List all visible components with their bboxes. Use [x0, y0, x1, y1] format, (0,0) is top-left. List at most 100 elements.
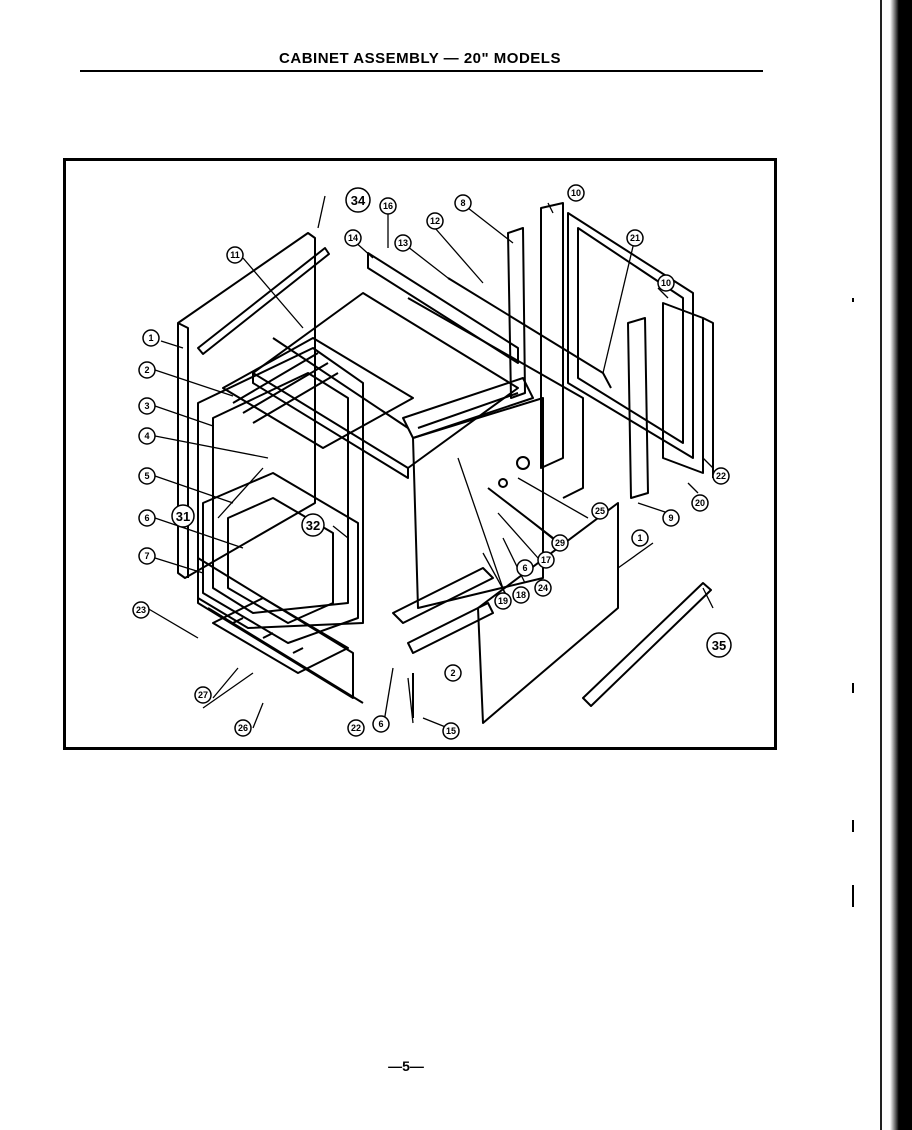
- callout-2: 2: [138, 361, 156, 379]
- callout-12: 12: [426, 212, 444, 230]
- svg-text:9: 9: [668, 513, 673, 523]
- back-frame: [567, 212, 694, 459]
- bottom-rail: [212, 597, 349, 674]
- top-panel: [252, 292, 519, 469]
- callout-11: 11: [226, 246, 244, 264]
- callout-24: 24: [534, 579, 552, 597]
- callout-1-right: 1: [631, 529, 649, 547]
- bottom-rail-slots: [232, 617, 304, 654]
- scan-mark-3: [852, 820, 854, 832]
- inner-box: [412, 397, 544, 609]
- callout-18: 18: [512, 586, 530, 604]
- callout-3: 3: [138, 397, 156, 415]
- svg-text:22: 22: [351, 723, 361, 733]
- svg-text:13: 13: [398, 238, 408, 248]
- callout-1: 1: [142, 329, 160, 347]
- callout-35: 35: [706, 632, 732, 658]
- svg-text:8: 8: [460, 198, 465, 208]
- svg-text:22: 22: [716, 471, 726, 481]
- svg-text:15: 15: [446, 726, 456, 736]
- oven-liner-slats: [232, 352, 339, 424]
- svg-text:26: 26: [238, 723, 248, 733]
- svg-text:29: 29: [555, 538, 565, 548]
- svg-text:18: 18: [516, 590, 526, 600]
- callout-20: 20: [691, 494, 709, 512]
- svg-text:16: 16: [383, 201, 393, 211]
- svg-text:2: 2: [450, 668, 455, 678]
- right-rear-panel: [540, 202, 564, 469]
- callout-22-bottom: 22: [347, 719, 365, 737]
- scan-edge-shadow: [890, 0, 912, 1130]
- svg-text:32: 32: [306, 518, 320, 533]
- page-number: —5—: [388, 1058, 424, 1074]
- svg-text:2: 2: [144, 365, 149, 375]
- callout-14: 14: [344, 229, 362, 247]
- oven-liner-top: [222, 337, 414, 449]
- callout-9: 9: [662, 509, 680, 527]
- callout-7: 7: [138, 547, 156, 565]
- callout-6-mid: 6: [516, 559, 534, 577]
- rear-right-rail: [662, 302, 704, 474]
- title-underline: [80, 70, 763, 72]
- callout-21: 21: [626, 229, 644, 247]
- right-channel: [627, 317, 649, 499]
- callout-25: 25: [591, 502, 609, 520]
- svg-text:6: 6: [378, 719, 383, 729]
- svg-text:35: 35: [712, 638, 726, 653]
- scan-mark-1: [852, 298, 854, 302]
- callout-19: 19: [494, 592, 512, 610]
- callout-6-bottom: 6: [372, 715, 390, 733]
- front-frame-inner: [212, 372, 349, 614]
- callout-2-bottom: 2: [444, 664, 462, 682]
- callout-31: 31: [171, 504, 195, 528]
- left-top-rail: [197, 247, 330, 355]
- callout-4: 4: [138, 427, 156, 445]
- callout-5: 5: [138, 467, 156, 485]
- callout-layer: 1 2 3 4 5 6 7 23 27 26 22 6 15 2 31 32 1…: [132, 184, 732, 740]
- diagram-frame: [63, 158, 777, 750]
- svg-text:12: 12: [430, 216, 440, 226]
- callout-10-top: 10: [567, 184, 585, 202]
- callout-15: 15: [442, 722, 460, 740]
- callout-34: 34: [345, 187, 371, 213]
- scan-mark-4: [852, 885, 854, 907]
- bottom-bracket: [582, 582, 712, 707]
- callout-17: 17: [537, 551, 555, 569]
- front-floor-rail: [392, 567, 494, 624]
- svg-text:23: 23: [136, 605, 146, 615]
- svg-text:6: 6: [144, 513, 149, 523]
- valve-fitting: [516, 456, 530, 470]
- callout-10-right: 10: [657, 274, 675, 292]
- scan-mark-2: [852, 683, 854, 693]
- door-frame-opening: [227, 497, 334, 624]
- svg-text:3: 3: [144, 401, 149, 411]
- valve-fitting-2: [498, 478, 508, 488]
- cabinet-assembly-diagram: 1 2 3 4 5 6 7 23 27 26 22 6 15 2 31 32 1…: [132, 184, 732, 740]
- burner-tray-detail: [417, 392, 519, 429]
- callout-6-left: 6: [138, 509, 156, 527]
- svg-text:25: 25: [595, 506, 605, 516]
- left-side-panel: [177, 232, 316, 579]
- callout-13: 13: [394, 234, 412, 252]
- svg-text:10: 10: [571, 188, 581, 198]
- left-side-panel-flange: [177, 322, 189, 578]
- door-frame: [202, 472, 359, 644]
- svg-text:11: 11: [230, 250, 240, 260]
- page-title: CABINET ASSEMBLY — 20" MODELS: [279, 50, 561, 67]
- svg-text:6: 6: [522, 563, 527, 573]
- svg-text:21: 21: [630, 233, 640, 243]
- kick-panel-base: [207, 607, 364, 704]
- callout-16: 16: [379, 197, 397, 215]
- svg-text:34: 34: [351, 193, 366, 208]
- callout-27: 27: [194, 686, 212, 704]
- rear-panel: [407, 297, 584, 499]
- svg-text:27: 27: [198, 690, 208, 700]
- svg-text:5: 5: [144, 471, 149, 481]
- svg-text:24: 24: [538, 583, 548, 593]
- callout-26: 26: [234, 719, 252, 737]
- top-panel-front-edge: [252, 373, 409, 479]
- back-frame-inner: [577, 227, 684, 444]
- right-side-panel: [477, 502, 619, 724]
- svg-text:17: 17: [541, 555, 551, 565]
- callout-8: 8: [454, 194, 472, 212]
